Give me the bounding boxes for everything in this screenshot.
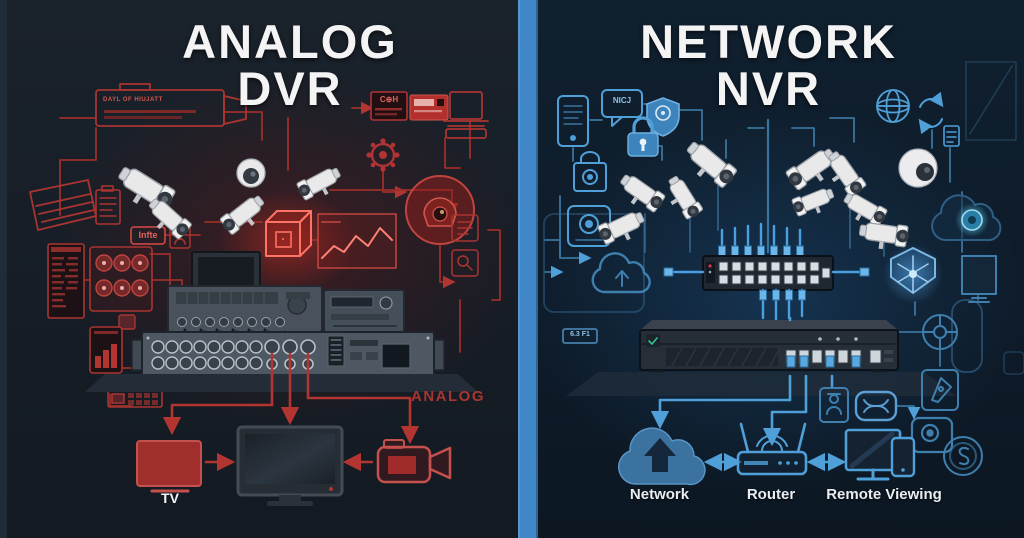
hologram-cube-icon (265, 210, 312, 257)
nvr-tag-box (562, 328, 598, 344)
red-card-icon (409, 94, 449, 121)
tv-label: TV (161, 490, 179, 506)
crossed-wires-box-icon (854, 390, 898, 422)
camcorder-outline-icon (95, 83, 247, 127)
padlock-icon (627, 116, 659, 157)
faint-panel-outline (965, 61, 1024, 375)
dome-camera-badge-icon (405, 175, 475, 245)
central-monitor-icon (236, 425, 344, 506)
upload-cloud-outline-icon (591, 252, 651, 294)
left-platform-shadow (85, 374, 478, 392)
webcam-box-icon (910, 416, 954, 454)
speech-bubble-icon (601, 89, 643, 127)
smartphone-icon (557, 95, 589, 147)
switch-cables-down (761, 288, 804, 322)
network-title-line2: NVR (715, 62, 822, 115)
ip-camera-1 (613, 169, 668, 219)
dome-camera-icon (236, 158, 266, 188)
magnifier-box-icon (451, 249, 479, 277)
analog-title-line2: DVR (237, 62, 343, 115)
network-cloud-icon (617, 427, 706, 486)
globe-icon (876, 89, 910, 123)
dvr-main-rack (131, 331, 445, 377)
wheel-icon (922, 314, 958, 350)
analog-title-line1: ANALOG (182, 15, 398, 68)
router-flow-label: Router (746, 486, 796, 503)
clipboard-icon (95, 185, 121, 225)
ip-camera-2 (659, 172, 705, 225)
monitor-outline-icon (443, 91, 489, 139)
right-monitor-outline-icon (961, 255, 997, 303)
right-platform-shadow (566, 372, 956, 396)
network-nvr-title: NETWORK NVR (596, 18, 941, 112)
coin-icon (943, 436, 983, 476)
remote-viewing-flow-label: Remote Viewing (826, 486, 942, 503)
chart-panel-icon (317, 213, 397, 269)
folder-stack-icon (29, 179, 97, 231)
sync-arrows-icon (918, 91, 944, 135)
dvr-monitor (191, 251, 261, 299)
bag-icon (573, 151, 607, 192)
infte-tag-box (130, 226, 166, 245)
cloud-camera-icon (931, 194, 1002, 242)
gear-icon (366, 138, 400, 172)
list-panel-icon (47, 243, 85, 319)
ip-camera-3 (678, 136, 740, 195)
ip-camera-7 (789, 184, 839, 222)
panel-divider-bar (518, 0, 538, 538)
right-flow-lines (650, 316, 847, 472)
remote-viewing-icon (844, 428, 916, 481)
dvr-deck-right (323, 289, 405, 333)
chip-panel-icon (370, 91, 408, 121)
network-flow-label: Network (629, 486, 690, 503)
right-art (543, 61, 1024, 486)
router-icon (736, 422, 808, 476)
pen-nib-box-icon (921, 369, 959, 411)
small-chip-icon (118, 314, 136, 330)
red-circuit-traces (59, 101, 501, 407)
ball-camera-icon (898, 148, 938, 188)
network-shield-icon (883, 244, 943, 304)
camcorder-label: DAYL OF HIUJATT (103, 97, 163, 103)
spy-box-icon (819, 387, 849, 423)
nvr-tag-label: 6.3 F1 (570, 331, 590, 338)
nvr-unit (639, 320, 899, 374)
chip-panel-label: C⊕H (379, 95, 399, 104)
left-flow-lines (162, 352, 420, 472)
speech-bubble-label: NICJ (612, 96, 632, 105)
analog-system-label: ANALOG (411, 388, 485, 405)
dvr-deck-left (167, 285, 323, 333)
network-switch (663, 222, 870, 322)
document-icon (943, 125, 960, 147)
switch-cables-up (720, 222, 802, 250)
phone-bars-panel-icon (89, 326, 123, 374)
left-art (29, 83, 501, 506)
ip-camera-5 (783, 143, 843, 197)
left-edge-strip (0, 0, 7, 538)
analog-dvr-title: ANALOG DVR (120, 18, 460, 112)
keyboard-icon (107, 389, 163, 408)
tv-icon (136, 440, 202, 493)
infte-tag-label: Infte (138, 230, 158, 240)
icon-grid-panel (89, 246, 153, 312)
network-title-line1: NETWORK (640, 15, 897, 68)
doc-box-icon (451, 214, 479, 242)
video-camera-icon (376, 439, 452, 484)
